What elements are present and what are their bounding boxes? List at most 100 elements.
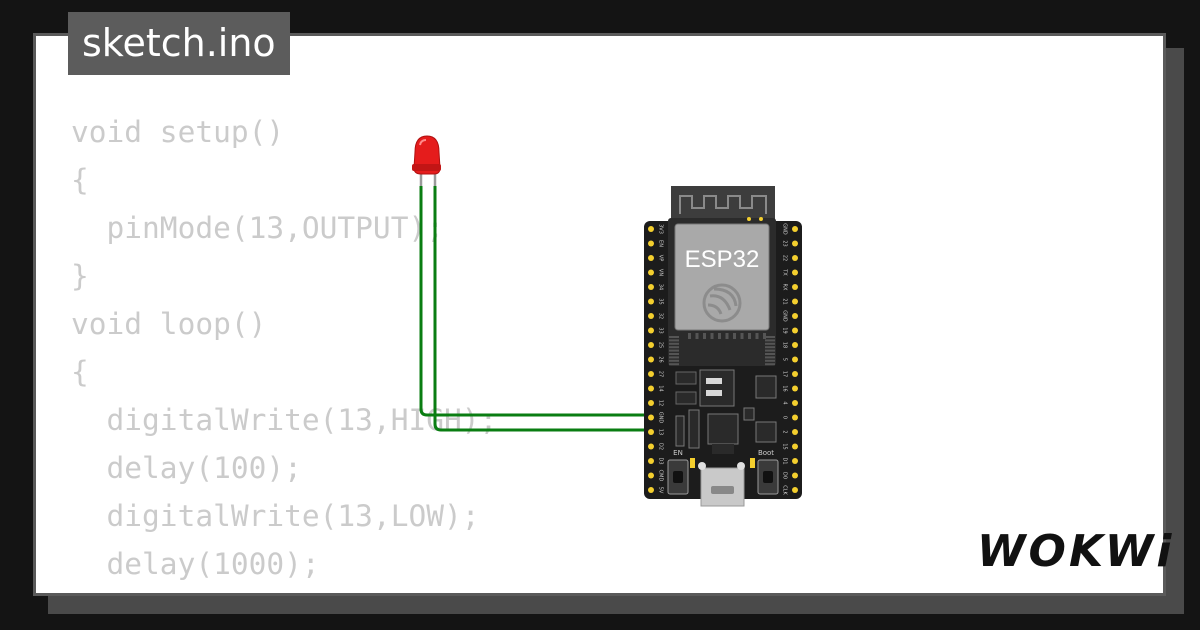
castellation-pad: [765, 363, 775, 366]
code-line: digitalWrite(13,LOW);: [71, 499, 480, 533]
pin-pad[interactable]: [792, 356, 798, 363]
pin-pad[interactable]: [792, 269, 798, 276]
red-led[interactable]: [412, 135, 441, 186]
pin-pad[interactable]: [792, 443, 798, 450]
regulator-pad: [706, 378, 722, 384]
pin-pad[interactable]: [648, 226, 654, 232]
pin-pad[interactable]: [792, 255, 798, 261]
pin-pad[interactable]: [792, 487, 798, 493]
voltage-regulator: [699, 369, 735, 407]
castellation-pad: [725, 333, 729, 339]
pin-pad[interactable]: [648, 487, 654, 493]
left-pin-header: [648, 226, 654, 493]
pin-pad[interactable]: [792, 226, 798, 232]
pin-pad[interactable]: [648, 356, 654, 363]
antenna-trace: [679, 195, 767, 214]
boot-button[interactable]: [757, 459, 779, 495]
resistor-array: [688, 409, 700, 449]
component-smd: [755, 421, 777, 443]
wokwi-logo: WOKWi: [977, 526, 1175, 577]
en-label: EN: [673, 449, 683, 457]
pin-label: D2: [658, 443, 664, 450]
component-smd: [743, 407, 755, 421]
castellation-pad: [748, 333, 751, 339]
pin-label: 13: [658, 429, 664, 435]
pin-label: 17: [782, 371, 788, 377]
pin-pad[interactable]: [792, 327, 798, 334]
en-button[interactable]: [667, 459, 689, 495]
pin-pad[interactable]: [648, 414, 654, 421]
pin-pad[interactable]: [792, 414, 798, 421]
project-card[interactable]: void setup(){ pinMode(13,OUTPUT);}void l…: [33, 33, 1166, 596]
pin-pad[interactable]: [792, 472, 798, 479]
pin-pad[interactable]: [648, 342, 654, 348]
pin-pad[interactable]: [648, 327, 654, 334]
component-smd: [675, 391, 697, 405]
castellation-pad: [695, 333, 699, 339]
usb-port[interactable]: [698, 462, 745, 507]
castellation-pad: [765, 346, 775, 349]
esp32-board[interactable]: ESP32 3V3ENVPVN343532332526271412GND13D2…: [644, 186, 802, 507]
pin-pad[interactable]: [648, 443, 654, 450]
code-line: delay(100);: [71, 451, 302, 485]
pin-pad[interactable]: [648, 255, 654, 261]
code-line: void loop(): [71, 307, 267, 341]
pin-pad[interactable]: [648, 400, 654, 406]
castellation-pad: [688, 333, 691, 339]
pin-label: CMD: [658, 470, 664, 482]
pin-pad[interactable]: [792, 458, 798, 464]
pin-pad[interactable]: [792, 342, 798, 348]
pin-label: 26: [658, 356, 664, 362]
pin-label: 16: [782, 385, 788, 391]
pin-pad[interactable]: [792, 385, 798, 392]
pin-label: TX: [782, 268, 788, 276]
pin-label: 4: [782, 401, 788, 404]
code-line: }: [71, 259, 89, 293]
pin-pad[interactable]: [648, 298, 654, 305]
usb-uart-chip: [707, 413, 739, 445]
wire-gnd[interactable]: [419, 186, 652, 417]
castellation-pad: [765, 353, 775, 355]
pin-pad[interactable]: [648, 284, 654, 290]
pin-pad[interactable]: [648, 472, 654, 479]
pin-pad[interactable]: [792, 429, 798, 435]
castellation-pad: [765, 336, 775, 338]
file-tab[interactable]: sketch.ino: [68, 12, 290, 75]
pin-label: D3: [658, 457, 664, 464]
pin-pad[interactable]: [648, 385, 654, 392]
pin-pad[interactable]: [792, 313, 798, 319]
pin-pad[interactable]: [792, 371, 798, 377]
pad-dot: [747, 217, 751, 221]
pin-label: 19: [782, 327, 788, 333]
pin-pad[interactable]: [648, 458, 654, 464]
pin-pad[interactable]: [648, 371, 654, 377]
pin-label: CLK: [782, 485, 788, 495]
pin-label: 2: [782, 430, 788, 433]
castellation-pad: [703, 333, 706, 339]
code-line: {: [71, 163, 89, 197]
code-preview: void setup(){ pinMode(13,OUTPUT);}void l…: [71, 108, 498, 593]
boot-label: Boot: [758, 449, 774, 457]
led-highlight: [419, 139, 427, 146]
pin-label: D0: [782, 472, 788, 479]
left-pin-labels: 3V3ENVPVN343532332526271412GND13D2D3CMD5…: [658, 224, 664, 494]
pin-pad[interactable]: [648, 313, 654, 319]
pin-label: 32: [658, 313, 664, 319]
castellation-pad: [765, 349, 775, 352]
castellation-pad: [669, 356, 679, 359]
wire-gpio13[interactable]: [433, 186, 652, 432]
pin-label: VN: [658, 269, 664, 276]
pin-pad[interactable]: [648, 240, 654, 247]
pin-pad[interactable]: [792, 240, 798, 247]
pin-pad[interactable]: [792, 298, 798, 305]
code-line: digitalWrite(13,HIGH);: [71, 403, 498, 437]
regulator-pad: [706, 390, 722, 396]
castellation-pad: [710, 333, 714, 339]
led-indicator: [690, 458, 695, 468]
pin-pad[interactable]: [792, 284, 798, 290]
castellation-pad: [669, 353, 679, 355]
pin-pad[interactable]: [648, 429, 654, 435]
pin-pad[interactable]: [792, 400, 798, 406]
pin-pad[interactable]: [648, 269, 654, 276]
